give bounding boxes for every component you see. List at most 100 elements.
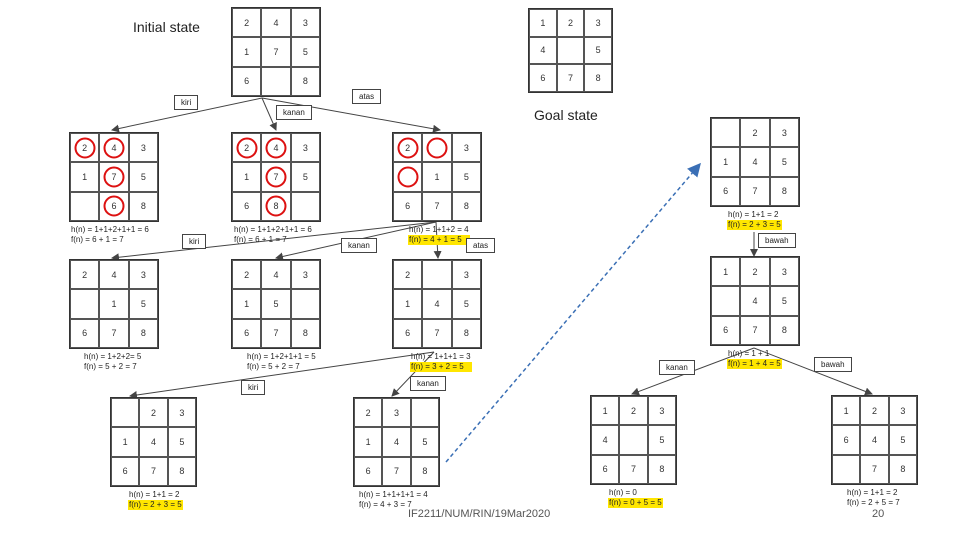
board-cell: 8 <box>128 191 158 221</box>
board-cell: 7 <box>382 456 411 486</box>
board-cell-empty <box>410 398 439 428</box>
board-cell: 8 <box>410 456 439 486</box>
board-cell: 6 <box>232 191 262 221</box>
board-cell: 1 <box>232 37 262 67</box>
board-cell: 6 <box>591 454 620 484</box>
board-cell: 2 <box>70 133 100 163</box>
board-cell: 4 <box>99 260 129 290</box>
board-cell: 6 <box>111 456 140 486</box>
board-cell: 8 <box>290 318 320 348</box>
board-cell: 1 <box>232 289 262 319</box>
board-cell: 6 <box>393 318 423 348</box>
op-kanan-3: kanan <box>410 376 446 391</box>
board-cell: 7 <box>261 318 291 348</box>
formula-r3b: h(n) = 1+1 = 2 f(n) = 2 + 5 = 7 <box>846 488 901 508</box>
formula-h: h(n) = 1+2+1+1 = 5 <box>247 352 316 361</box>
board-cell: 8 <box>128 318 158 348</box>
footer-page-number: 20 <box>872 508 885 520</box>
board-cell: 5 <box>769 286 799 316</box>
board-cell: 4 <box>261 260 291 290</box>
board-cell-empty <box>422 133 452 163</box>
board-cell: 3 <box>769 257 799 287</box>
formula-h: h(n) = 1+1+2 = 4 <box>409 225 469 234</box>
board-cell-empty <box>711 118 741 148</box>
board-cell: 6 <box>529 64 557 92</box>
board-cell: 2 <box>393 133 423 163</box>
formula-h: h(n) = 1+1+1+1 = 4 <box>359 490 428 499</box>
board-cell: 3 <box>451 260 481 290</box>
board-cell-empty <box>70 191 100 221</box>
board-cell: 6 <box>232 318 262 348</box>
board-cell: 2 <box>232 8 262 38</box>
formula-l2c: h(n) = 1+1+1 = 3 f(n) = 3 + 2 = 5 <box>410 352 472 372</box>
board-cell: 6 <box>232 66 262 96</box>
formula-h: h(n) = 1+2+2= 5 <box>84 352 142 361</box>
board-cell: 2 <box>139 398 168 428</box>
formula-h: h(n) = 1+1 = 2 <box>129 490 180 499</box>
board-cell: 8 <box>584 64 612 92</box>
board-cell: 7 <box>422 318 452 348</box>
board-cell: 6 <box>832 425 861 455</box>
board-cell: 2 <box>232 260 262 290</box>
board-cell: 7 <box>740 315 770 345</box>
board-cell: 5 <box>128 289 158 319</box>
formula-h: h(n) = 1+1 = 2 <box>728 210 779 219</box>
board-cell: 1 <box>711 147 741 177</box>
board-cell: 8 <box>261 191 291 221</box>
formula-f: f(n) = 2 + 3 = 5 <box>128 500 183 510</box>
board-cell-empty <box>619 425 648 455</box>
board-cell: 2 <box>860 396 889 426</box>
board-cell: 8 <box>167 456 196 486</box>
board-cell: 4 <box>99 133 129 163</box>
board-cell: 1 <box>711 257 741 287</box>
board-cell: 8 <box>769 315 799 345</box>
formula-h: h(n) = 1+1+2+1+1 = 6 <box>71 225 149 234</box>
formula-f: f(n) = 5 + 2 = 7 <box>84 362 137 371</box>
formula-h: h(n) = 1 + 1 <box>728 349 770 358</box>
op-atas-2: atas <box>466 238 496 253</box>
board-cell: 1 <box>591 396 620 426</box>
op-bawah-1: bawah <box>758 233 796 248</box>
board-cell-empty <box>261 66 291 96</box>
board-cell: 5 <box>128 162 158 192</box>
board-cell: 5 <box>769 147 799 177</box>
op-atas-1: atas <box>352 89 382 104</box>
board-cell: 1 <box>111 427 140 457</box>
board-cell: 6 <box>711 176 741 206</box>
board-cell-empty <box>290 289 320 319</box>
board-cell: 1 <box>70 162 100 192</box>
board-cell: 2 <box>70 260 100 290</box>
board-cell: 5 <box>410 427 439 457</box>
edge-initial-kanan <box>261 97 277 131</box>
board-cell: 5 <box>888 425 917 455</box>
board-cell: 1 <box>393 289 423 319</box>
board-cell: 8 <box>888 454 917 484</box>
board-cell: 2 <box>232 133 262 163</box>
board-cell: 4 <box>422 289 452 319</box>
board-cell: 7 <box>422 191 452 221</box>
board-cell: 3 <box>451 133 481 163</box>
board-cell: 1 <box>832 396 861 426</box>
board-cell: 7 <box>139 456 168 486</box>
board-cell: 1 <box>422 162 452 192</box>
op-bawah-2: bawah <box>814 357 852 372</box>
board-cell: 6 <box>99 191 129 221</box>
op-kanan-1: kanan <box>276 105 312 120</box>
formula-r2: h(n) = 1 + 1 f(n) = 1 + 4 = 5 <box>727 349 782 369</box>
board-cell: 4 <box>382 427 411 457</box>
board-cell-empty <box>711 286 741 316</box>
board-cell: 4 <box>139 427 168 457</box>
board-cell-empty <box>832 454 861 484</box>
board-cell: 8 <box>290 66 320 96</box>
board-cell: 5 <box>290 37 320 67</box>
